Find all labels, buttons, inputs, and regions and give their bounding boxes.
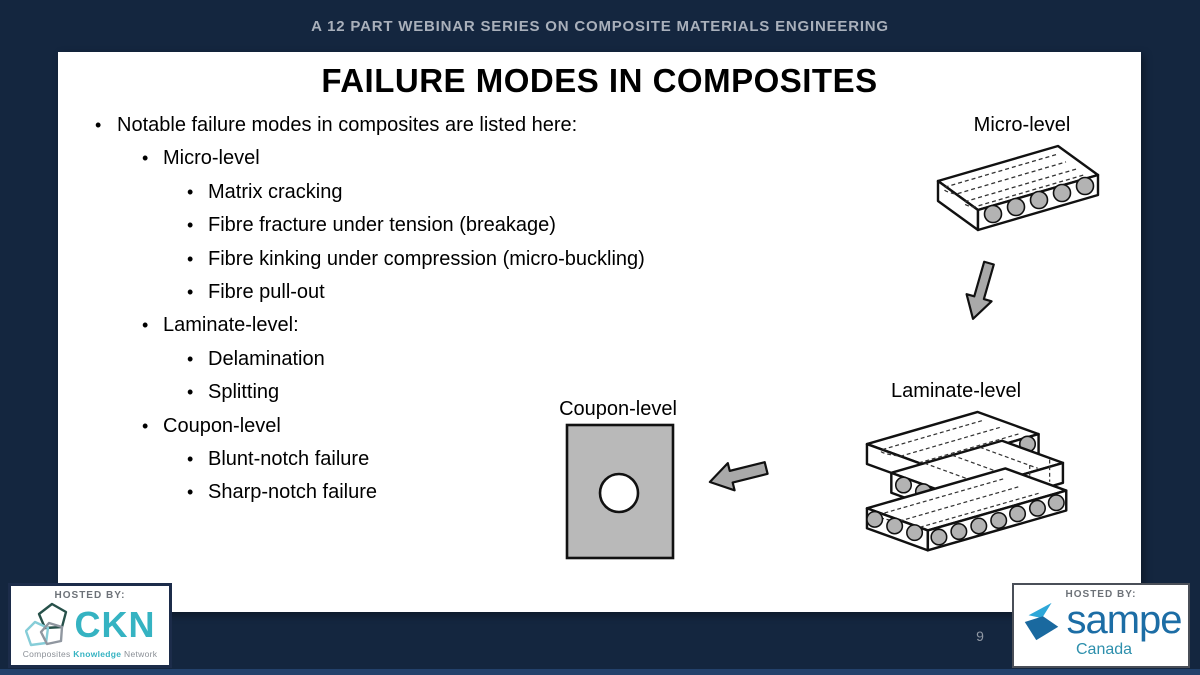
slide-title: FAILURE MODES IN COMPOSITES	[321, 62, 878, 99]
sampe-country: Canada	[1076, 641, 1133, 658]
micro-slab-icon	[936, 144, 1100, 232]
ckn-logo: HOSTED BY: CKN Composites Knowledge Netw…	[8, 583, 172, 668]
series-header: A 12 PART WEBINAR SERIES ON COMPOSITE MA…	[0, 0, 1200, 52]
ckn-logo-row: CKN	[11, 602, 169, 648]
series-title: A 12 PART WEBINAR SERIES ON COMPOSITE MA…	[311, 17, 889, 35]
ckn-word-composites: Composites	[22, 649, 71, 659]
arrow-down-icon	[965, 260, 995, 320]
bullet-item: Delamination	[58, 343, 758, 377]
bullet-item: Matrix cracking	[58, 176, 758, 210]
coupon-level-label: Coupon-level	[559, 398, 677, 420]
bullet-intro: Notable failure modes in composites are …	[58, 109, 758, 143]
bullet-group-label: Coupon-level	[58, 410, 758, 444]
ckn-word-network: Network	[124, 649, 158, 659]
bullet-group-label: Laminate-level:	[58, 309, 758, 343]
slide-canvas: FAILURE MODES IN COMPOSITES Notable fail…	[58, 52, 1141, 612]
bullet-item: Fibre fracture under tension (breakage)	[58, 209, 758, 243]
ckn-hosted-by-label: HOSTED BY:	[54, 590, 126, 601]
bullet-item: Fibre pull-out	[58, 276, 758, 310]
bullet-item: Splitting	[58, 376, 758, 410]
bullet-item: Fibre kinking under compression (micro-b…	[58, 243, 758, 277]
bullet-group-label: Micro-level	[58, 142, 758, 176]
sampe-hosted-by-label: HOSTED BY:	[1065, 589, 1137, 600]
bullet-item: Blunt-notch failure	[58, 443, 758, 477]
page-number: 9	[976, 628, 984, 644]
sampe-name: sampe	[1066, 598, 1182, 642]
sampe-mark-icon	[1025, 602, 1059, 641]
bottom-edge-strip	[0, 669, 1200, 675]
ckn-tagline: Composites Knowledge Network	[11, 649, 169, 659]
coupon-plate-icon	[565, 423, 675, 560]
sampe-logo: HOSTED BY: sampe Canada	[1012, 583, 1190, 668]
ckn-pentagons-icon	[24, 602, 67, 647]
bullet-list: Notable failure modes in composites are …	[58, 109, 758, 510]
ckn-word-knowledge: Knowledge	[73, 649, 122, 659]
bullet-item: Sharp-notch failure	[58, 476, 758, 510]
micro-level-label: Micro-level	[973, 114, 1071, 136]
laminate-level-label: Laminate-level	[890, 380, 1022, 402]
ckn-acronym: CKN	[74, 604, 156, 645]
laminate-stack-icon	[865, 410, 1068, 552]
sampe-logo-row: sampe	[1014, 600, 1188, 644]
arrow-left-icon	[708, 461, 769, 492]
